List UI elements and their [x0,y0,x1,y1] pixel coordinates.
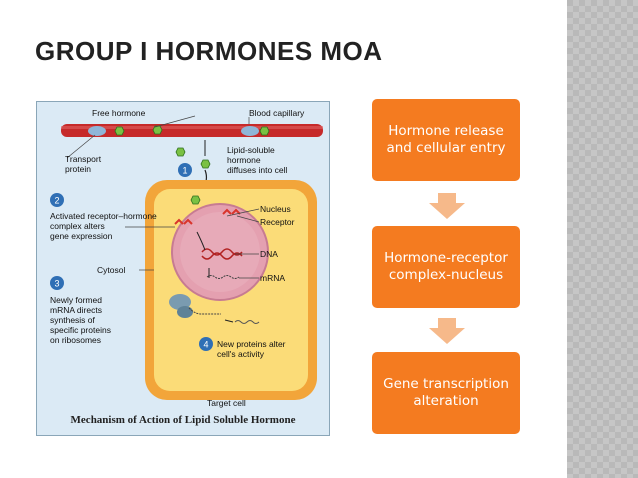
down-arrow-icon [429,318,465,344]
side-decoration [567,0,638,478]
step-number: 1 [182,166,187,176]
receptor-shape [174,218,193,225]
ribosome [169,294,191,310]
new-protein [234,320,260,324]
label-lipid-soluble: Lipid-soluble hormone diffuses into cell [227,145,287,175]
label-cytosol: Cytosol [97,265,125,275]
down-arrow-icon [429,193,465,219]
transport-protein-shape [88,126,106,136]
flow-step-complex: Hormone-receptor complex-nucleus [372,226,520,308]
flow-step-release: Hormone release and cellular entry [372,99,520,181]
step-number: 2 [54,196,59,206]
label-transport-protein: Transport protein [65,154,103,174]
label-activated-complex: Activated receptor–hormone complex alter… [50,211,159,241]
label-nucleus: Nucleus [260,204,291,214]
hormone-icon [200,159,211,169]
mrna-strand [206,275,240,279]
step-marker-2 [50,193,64,207]
hormone-icon [152,125,163,135]
mechanism-diagram: 1 2 3 4 Free hormone Blood capillary Tra… [50,108,323,408]
slide-title: GROUP I HORMONES MOA [35,36,383,66]
step-marker-1 [178,163,192,177]
hormone-icon [259,126,270,136]
hormone-icon [114,126,125,136]
step-number: 4 [203,340,208,350]
step-number: 3 [54,279,59,289]
flow-step-transcription: Gene transcription alteration [372,352,520,434]
label-target-cell: Target cell [207,398,246,408]
label-newly-formed: Newly formed mRNA directs synthesis of s… [50,295,113,345]
dna-strand [201,248,243,256]
label-mrna: mRNA [260,273,285,283]
hormone-icon [175,147,186,157]
label-receptor: Receptor [260,217,295,227]
label-blood-capillary: Blood capillary [249,108,305,118]
label-dna: DNA [260,249,278,259]
label-new-proteins: New proteins alter cell's activity [217,339,288,359]
figure-caption: Mechanism of Action of Lipid Soluble Hor… [70,414,296,426]
step-marker-3 [50,276,64,290]
step-marker-4 [199,337,213,351]
mechanism-figure: 1 2 3 4 Free hormone Blood capillary Tra… [36,101,330,436]
label-free-hormone: Free hormone [92,108,146,118]
